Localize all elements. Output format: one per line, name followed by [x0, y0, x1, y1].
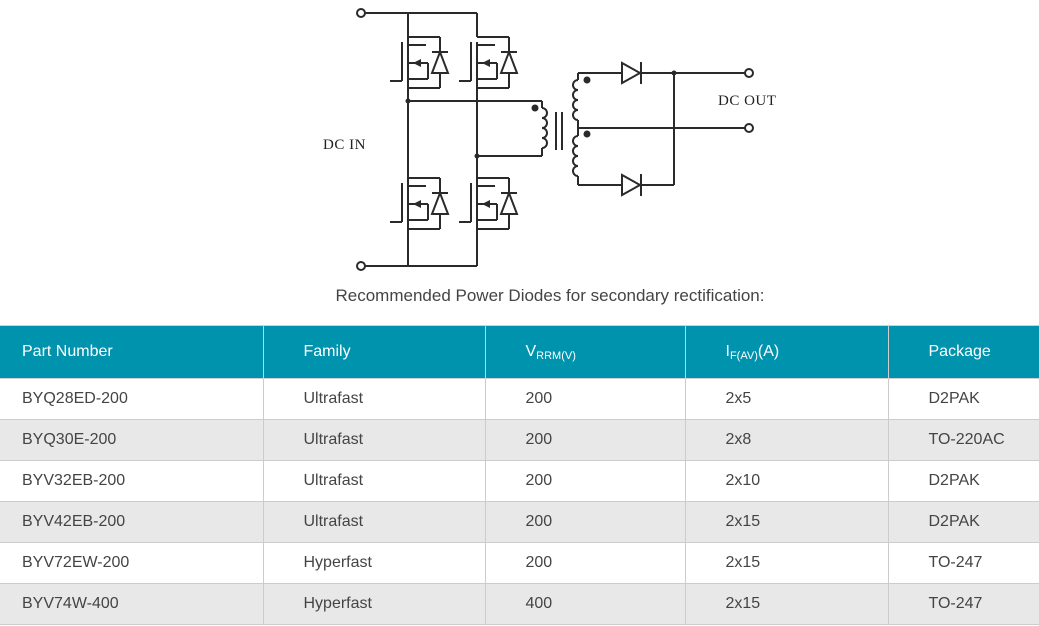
rectifier-diode-bottom-icon: [578, 173, 674, 197]
cell-vrrm: 400: [484, 583, 686, 625]
cell-ifav: 2x15: [684, 501, 889, 543]
rectifier-diode-top-icon: [578, 61, 745, 85]
cell-package: D2PAK: [887, 378, 1039, 420]
cell-part-number: BYQ28ED-200: [0, 378, 264, 420]
header-family: Family: [262, 325, 486, 379]
header-ifav-unit: (A): [757, 342, 780, 360]
cell-family: Hyperfast: [262, 583, 486, 625]
cell-family: Ultrafast: [262, 460, 486, 502]
cell-package: D2PAK: [887, 460, 1039, 502]
cell-ifav: 2x15: [684, 542, 889, 584]
header-vrrm: VRRM(V): [484, 325, 686, 379]
transformer-core-icon: [555, 112, 563, 150]
cell-ifav: 2x15: [684, 583, 889, 625]
cell-package: TO-247: [887, 583, 1039, 625]
dc-out-terminals: [744, 68, 754, 133]
mosfet-q3-icon: [390, 177, 450, 230]
cell-part-number: BYQ30E-200: [0, 419, 264, 461]
cell-vrrm: 200: [484, 460, 686, 502]
cell-package: TO-247: [887, 542, 1039, 584]
dc-out-label: DC OUT: [718, 93, 776, 109]
cell-ifav: 2x8: [684, 419, 889, 461]
mosfet-q4-icon: [459, 177, 519, 230]
cell-vrrm: 200: [484, 501, 686, 543]
header-part-number: Part Number: [0, 325, 264, 379]
diode-table: Part Number Family VRRM(V) IF(AV)(A) Pac…: [0, 325, 1039, 625]
cell-family: Ultrafast: [262, 378, 486, 420]
table-header-row: Part Number Family VRRM(V) IF(AV)(A) Pac…: [0, 325, 1039, 379]
table-caption: Recommended Power Diodes for secondary r…: [335, 286, 765, 305]
header-package: Package: [887, 325, 1039, 379]
cell-vrrm: 200: [484, 419, 686, 461]
full-bridge-converter-schematic: DC IN DC OUT: [0, 0, 1039, 280]
transformer-primary-winding-icon: [531, 104, 548, 149]
cell-package: TO-220AC: [887, 419, 1039, 461]
dc-in-positive-terminal: [356, 8, 477, 18]
cell-ifav: 2x10: [684, 460, 889, 502]
cell-family: Hyperfast: [262, 542, 486, 584]
header-ifav-symbol: I: [725, 342, 730, 360]
cell-ifav: 2x5: [684, 378, 889, 420]
cell-family: Ultrafast: [262, 501, 486, 543]
cell-family: Ultrafast: [262, 419, 486, 461]
cell-part-number: BYV32EB-200: [0, 460, 264, 502]
dc-in-negative-terminal: [356, 261, 477, 271]
cell-part-number: BYV72EW-200: [0, 542, 264, 584]
header-vrrm-subscript: RRM(V): [536, 349, 576, 362]
cell-part-number: BYV74W-400: [0, 583, 264, 625]
header-ifav-subscript: F(AV): [729, 349, 758, 362]
header-vrrm-symbol: V: [525, 342, 537, 360]
primary-connection-wires: [405, 98, 543, 159]
cell-vrrm: 200: [484, 542, 686, 584]
cell-package: D2PAK: [887, 501, 1039, 543]
mosfet-q2-icon: [459, 36, 519, 89]
cell-vrrm: 200: [484, 378, 686, 420]
dc-in-label: DC IN: [323, 137, 366, 153]
header-ifav: IF(AV)(A): [684, 325, 889, 379]
mosfet-q1-icon: [390, 36, 450, 89]
cell-part-number: BYV42EB-200: [0, 501, 264, 543]
